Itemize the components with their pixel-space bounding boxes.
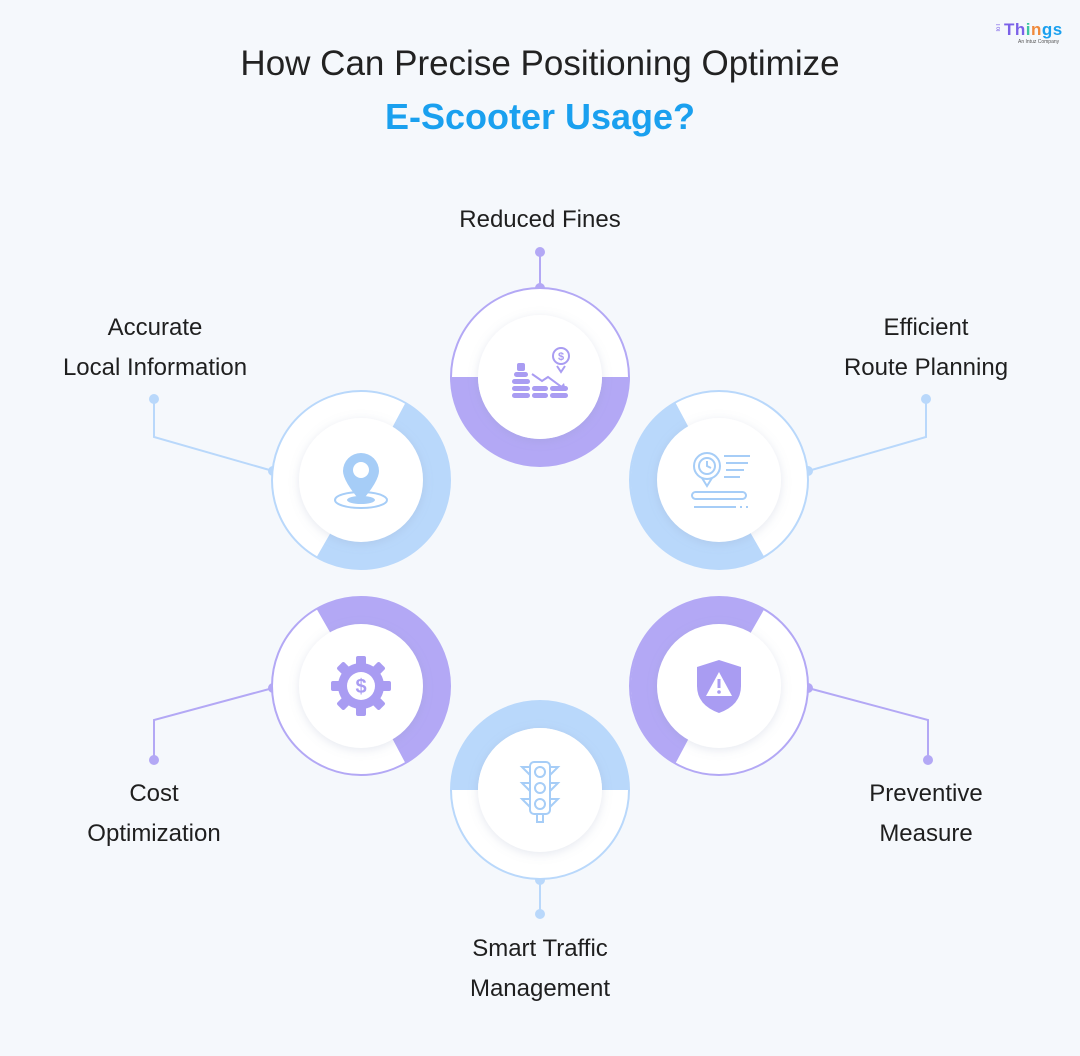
logo-wordmark: Things (1004, 20, 1063, 39)
label-efficient-route-planning: Efficient Route Planning (806, 308, 1046, 388)
label-line: Optimization (87, 820, 221, 847)
ring-arc-efficient-route-planning (630, 402, 765, 570)
label-line: Smart Traffic (472, 935, 608, 962)
label-reduced-fines: Reduced Fines (390, 200, 690, 240)
label-line: Preventive (869, 780, 983, 807)
node-accurate-local-information (271, 390, 451, 570)
label-line: Local Information (62, 354, 248, 381)
connector-cost-optimization (149, 683, 278, 765)
connector-efficient-route-planning (803, 394, 931, 476)
ring-arc-accurate-local-information (316, 402, 451, 570)
node-smart-traffic-management (450, 700, 630, 880)
node-cost-optimization: $ (271, 596, 451, 776)
node-efficient-route-planning (629, 390, 809, 570)
coins-down-icon: $ (512, 347, 570, 398)
ring-arc-smart-traffic-management (451, 701, 629, 790)
label-preventive-measure: Preventive Measure (806, 774, 1046, 854)
route-clock-icon (691, 452, 750, 508)
logo-tagline: An Intuz Company (1018, 39, 1060, 45)
gear-dollar-icon: $ (331, 656, 391, 716)
ring-arc-cost-optimization (316, 596, 451, 764)
label-line: Measure (879, 820, 973, 847)
node-reduced-fines: $ (450, 287, 630, 467)
label-cost-optimization: Cost Optimization (34, 774, 274, 854)
label-line: Route Planning (843, 354, 1009, 381)
label-smart-traffic-management: Smart Traffic Management (390, 929, 690, 1009)
shield-warning-icon (697, 660, 741, 713)
label-line: Management (469, 975, 611, 1002)
connector-smart-traffic-management (535, 875, 545, 919)
connector-reduced-fines (535, 247, 545, 293)
company-logo: IoT Things An Intuz Company (996, 20, 1066, 50)
svg-text:$: $ (558, 351, 564, 363)
label-line: Cost (129, 780, 179, 807)
ring-arc-preventive-measure (630, 596, 765, 764)
connector-accurate-local-information (149, 394, 278, 476)
traffic-light-icon (519, 761, 561, 823)
label-accurate-local-information: Accurate Local Information (24, 308, 286, 388)
title-line-2: E-Scooter Usage? (384, 96, 696, 137)
connector-preventive-measure (803, 683, 933, 765)
title-line-1: How Can Precise Positioning Optimize (240, 44, 840, 83)
ring-arc-reduced-fines (451, 377, 629, 466)
label-line: Efficient (883, 314, 969, 341)
node-preventive-measure (629, 596, 809, 776)
location-pin-icon (334, 453, 388, 509)
label-line: Accurate (107, 314, 203, 341)
svg-text:$: $ (355, 676, 366, 698)
label-line: Reduced Fines (459, 206, 621, 233)
